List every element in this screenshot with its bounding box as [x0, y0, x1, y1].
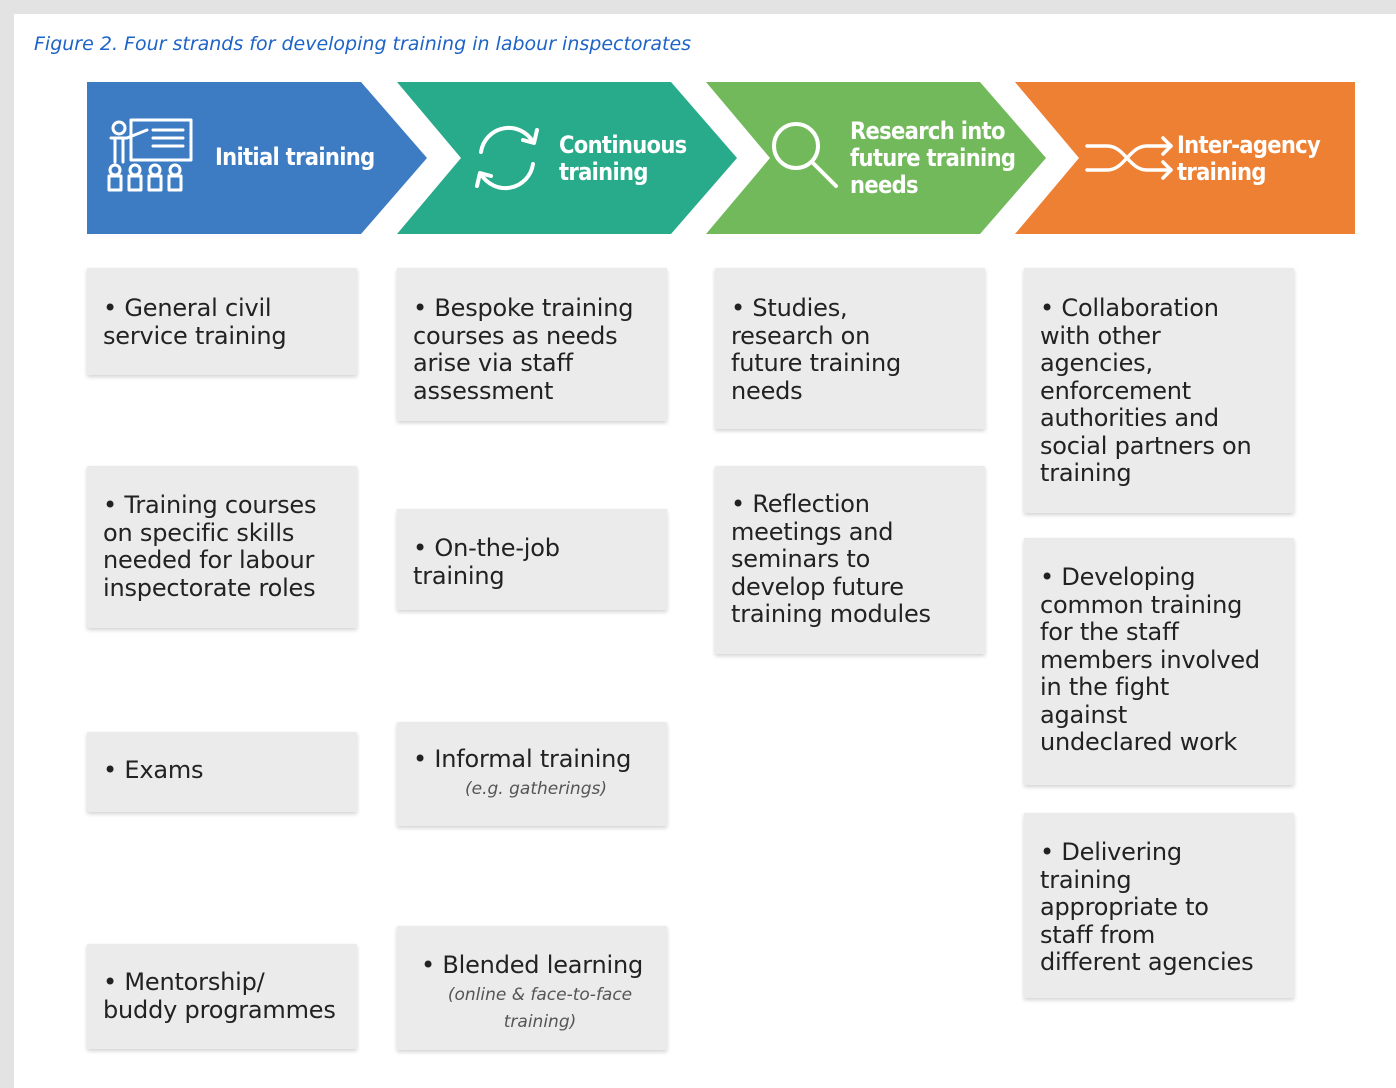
inter-agency-item: • Delivering training appropriate to sta… — [1024, 813, 1294, 998]
continuous-training-item: • On-the-job training — [397, 509, 667, 610]
item-text: • Reflection meetings and seminars to de… — [731, 490, 931, 628]
item-text: • On-the-job training — [413, 534, 560, 590]
initial-training-item: • General civil service training — [87, 268, 357, 375]
refresh-cycle-icon — [467, 116, 547, 200]
shuffle-arrows-icon — [1085, 132, 1175, 184]
continuous-training-item: • Bespoke training courses as needs aris… — [397, 268, 667, 421]
initial-training-item: • Mentorship/ buddy programmes — [87, 944, 357, 1049]
magnifier-icon — [768, 118, 844, 194]
continuous-training-item: • Informal training (e.g. gatherings) — [397, 722, 667, 826]
teacher-classroom-icon — [105, 116, 201, 200]
chevron-shape — [1015, 82, 1355, 234]
initial-training-item: • Training courses on specific skills ne… — [87, 466, 357, 628]
item-text: • Blended learning — [421, 951, 644, 979]
frame-top-border — [0, 0, 1396, 14]
figure-caption: Figure 2. Four strands for developing tr… — [34, 33, 692, 55]
inter-agency-item: • Developing common training for the sta… — [1024, 538, 1294, 785]
chevron-continuous-training: Continuous training — [397, 82, 742, 234]
research-item: • Reflection meetings and seminars to de… — [715, 466, 985, 654]
chevron-shape — [397, 82, 737, 234]
item-text: • Studies, research on future training n… — [731, 294, 901, 405]
item-text: • Bespoke training courses as needs aris… — [413, 294, 634, 405]
chevron-inter-agency-training: Inter-agency training — [1015, 82, 1360, 234]
item-text: • General civil service training — [103, 294, 287, 350]
inter-agency-item: • Collaboration with other agencies, enf… — [1024, 268, 1294, 513]
item-text: • Collaboration with other agencies, enf… — [1040, 294, 1252, 487]
item-text: • Mentorship/ buddy programmes — [103, 968, 336, 1024]
chevron-research-training-needs: Research into future training needs — [706, 82, 1051, 234]
item-text: • Training courses on specific skills ne… — [103, 491, 317, 602]
item-text: • Developing common training for the sta… — [1040, 563, 1260, 756]
research-item: • Studies, research on future training n… — [715, 268, 985, 429]
chevron-title: Continuous training — [559, 131, 687, 186]
chevron-title: Initial training — [215, 143, 375, 171]
chevron-title: Inter-agency training — [1177, 131, 1321, 186]
item-note: (e.g. gatherings) — [465, 778, 607, 799]
chevron-shape — [706, 82, 1046, 234]
strand-headers: Initial training Continuous training — [0, 0, 1396, 260]
continuous-training-item: • Blended learning (online & face-to-fac… — [397, 926, 667, 1050]
item-note: (online & face-to-face training) — [447, 984, 633, 1032]
initial-training-item: • Exams — [87, 732, 357, 812]
item-text: • Informal training — [413, 745, 632, 773]
chevron-initial-training: Initial training — [87, 82, 432, 234]
chevron-title: Research into future training needs — [850, 117, 1016, 199]
frame-left-border — [0, 0, 14, 1088]
item-text: • Exams — [103, 756, 204, 784]
item-text: • Delivering training appropriate to sta… — [1040, 838, 1254, 976]
